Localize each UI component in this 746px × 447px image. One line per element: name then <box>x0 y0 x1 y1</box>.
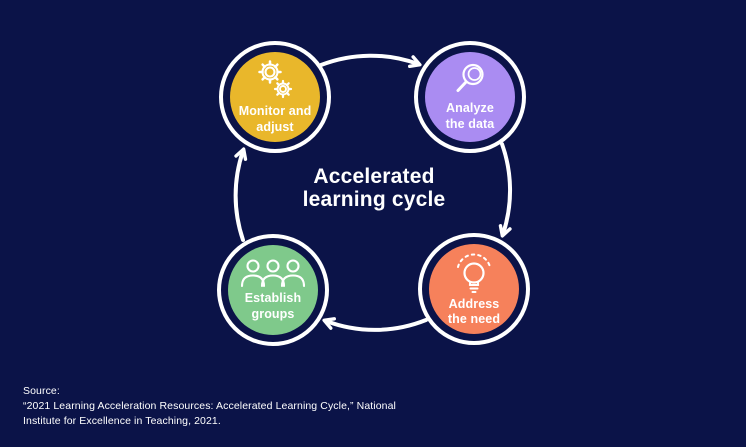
node-address-need: Address the need <box>418 233 530 345</box>
gears-icon <box>258 60 293 99</box>
node-establish-groups-label: Establish groups <box>244 291 302 321</box>
node-establish-groups: Establish groups <box>217 234 329 346</box>
arrow-right <box>498 142 513 238</box>
arrow-left <box>233 147 248 242</box>
node-analyze-data: Analyze the data <box>414 41 526 153</box>
node-analyze-data-label: Analyze the data <box>445 101 495 131</box>
source-line: Institute for Excellence in Teaching, 20… <box>23 415 221 428</box>
node-establish-groups-disc: Establish groups <box>228 245 318 335</box>
arrow-bottom <box>322 317 428 332</box>
source-attribution: Source: “2021 Learning Acceleration Reso… <box>23 384 396 430</box>
node-address-need-disc: Address the need <box>429 244 519 334</box>
lightbulb-icon <box>457 253 491 293</box>
node-monitor-adjust-disc: Monitor and adjust <box>230 52 320 142</box>
node-address-need-label: Address the need <box>447 296 501 326</box>
node-monitor-adjust-label: Monitor and adjust <box>238 104 312 134</box>
source-label: Source: <box>23 385 60 397</box>
node-monitor-adjust: Monitor and adjust <box>219 41 331 153</box>
arrow-top <box>319 53 422 69</box>
people-icon <box>241 259 305 288</box>
magnifying-glass-icon <box>456 64 484 93</box>
diagram-title: Accelerated learning cycle <box>302 165 446 211</box>
node-analyze-data-disc: Analyze the data <box>425 52 515 142</box>
source-line: “2021 Learning Acceleration Resources: A… <box>23 400 396 413</box>
